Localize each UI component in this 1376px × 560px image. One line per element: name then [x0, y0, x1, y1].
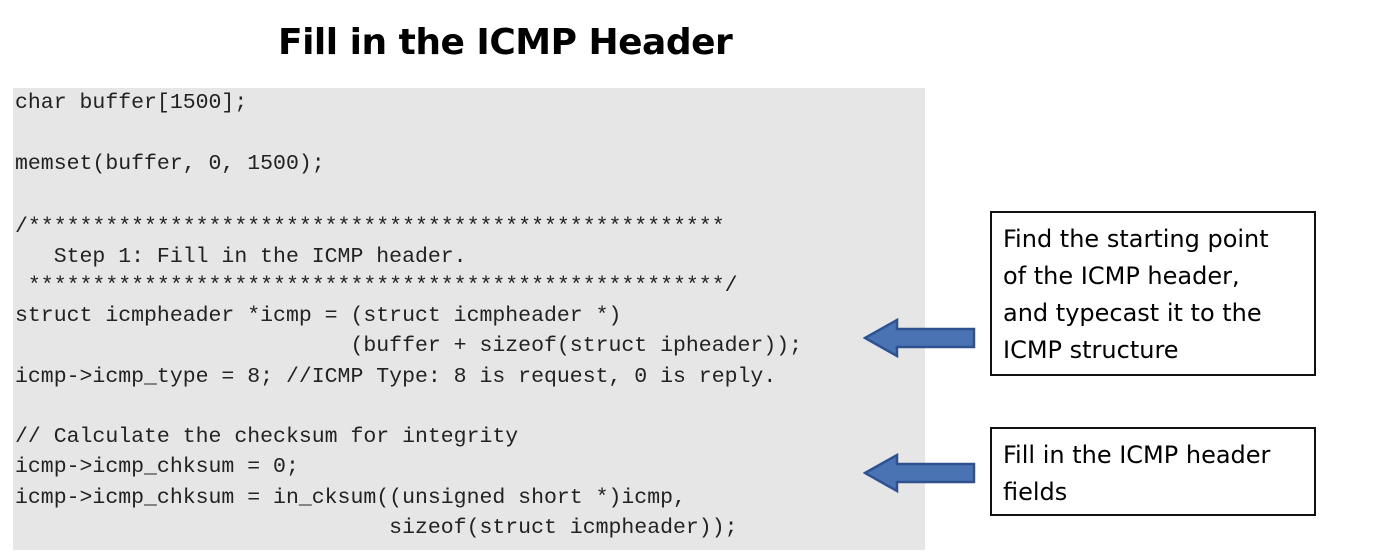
arrow-shape: [863, 318, 976, 358]
code-line: /***************************************…: [15, 215, 725, 239]
callout-typecast: Find the starting point of the ICMP head…: [990, 211, 1316, 376]
callout-text-line: and typecast it to the: [1003, 299, 1262, 327]
code-line: icmp->icmp_chksum = in_cksum((unsigned s…: [15, 486, 686, 510]
code-line: icmp->icmp_chksum = 0;: [15, 455, 299, 479]
callout-text-line: ICMP structure: [1003, 336, 1179, 364]
left-arrow-icon: [863, 318, 976, 358]
code-line: icmp->icmp_type = 8; //ICMP Type: 8 is r…: [15, 365, 777, 389]
code-line: sizeof(struct icmpheader));: [15, 516, 738, 540]
callout-fill-fields: Fill in the ICMP header fields: [990, 427, 1316, 516]
code-line: (buffer + sizeof(struct ipheader));: [15, 334, 803, 358]
code-line: ****************************************…: [15, 274, 738, 298]
code-line: struct icmpheader *icmp = (struct icmphe…: [15, 304, 622, 328]
code-block: char buffer[1500]; memset(buffer, 0, 150…: [13, 88, 925, 550]
code-line: // Calculate the checksum for integrity: [15, 425, 519, 449]
callout-text-line: Find the starting point: [1003, 225, 1269, 253]
left-arrow-icon: [863, 453, 976, 493]
slide-title: Fill in the ICMP Header: [278, 22, 733, 63]
code-line: char buffer[1500];: [15, 91, 248, 115]
code-line: Step 1: Fill in the ICMP header.: [15, 245, 467, 269]
callout-text-line: fields: [1003, 478, 1068, 506]
code-line: memset(buffer, 0, 1500);: [15, 152, 325, 176]
callout-text-line: of the ICMP header,: [1003, 262, 1240, 290]
callout-text-line: Fill in the ICMP header: [1003, 441, 1271, 469]
arrow-shape: [863, 453, 976, 493]
